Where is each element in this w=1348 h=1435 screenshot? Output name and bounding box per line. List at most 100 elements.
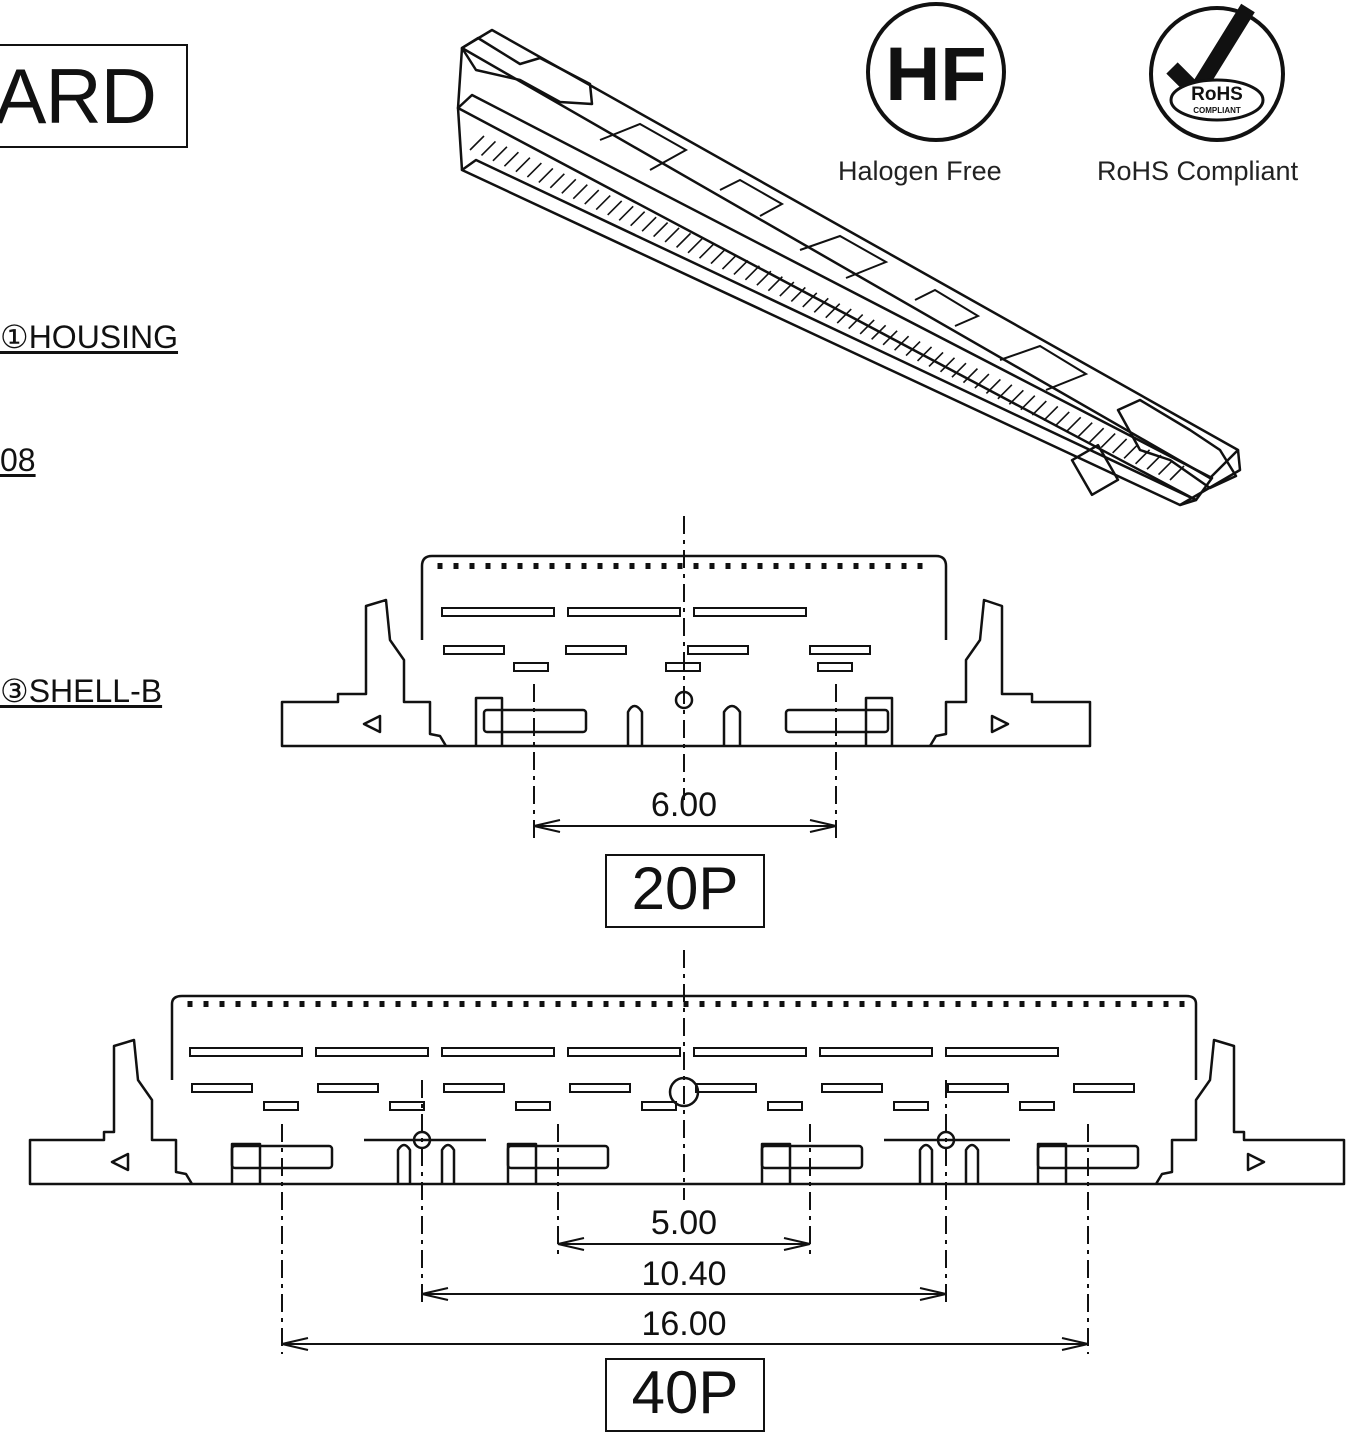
20p-contact-dot [901, 563, 907, 569]
40p-contact-dot [1019, 1001, 1025, 1007]
40p-peg-3 [760, 1144, 864, 1170]
40p-dim-arrow [783, 1237, 811, 1251]
40p-contact-row [767, 1101, 803, 1111]
20p-contact-dot [533, 563, 539, 569]
iso-contact-pin [1031, 400, 1047, 416]
20p-dim-arrow-left [533, 819, 561, 833]
40p-contact-dot [1163, 1001, 1169, 1007]
iso-contact-pin [607, 200, 623, 216]
20p-label: 20P [631, 855, 739, 922]
20p-contact-row [567, 607, 681, 617]
iso-body-bottom [460, 158, 1198, 507]
40p-contact-dot [1179, 1001, 1185, 1007]
iso-contact-pin [1157, 460, 1174, 476]
20p-contact-dot [693, 563, 699, 569]
iso-contact-pin [572, 184, 588, 200]
iso-contact-pin [848, 313, 864, 330]
40p-contact-row [191, 1083, 253, 1093]
40p-contact-dot [379, 1001, 385, 1007]
40p-contact-dot [507, 1001, 513, 1007]
20p-contact-dot [741, 563, 747, 569]
40p-contact-row [641, 1101, 677, 1111]
20p-contact-dot [661, 563, 667, 569]
20p-contact-dot [437, 563, 443, 569]
iso-contact-pin [733, 259, 749, 275]
iso-contact-pin [1123, 443, 1139, 459]
20p-contact-row [687, 645, 749, 655]
20p-contact-dot [469, 563, 475, 569]
40p-label: 40P [631, 1359, 739, 1426]
40p-contact-dot [923, 1001, 929, 1007]
iso-contact-pin [916, 346, 933, 362]
40p-contact-dot [571, 1001, 577, 1007]
iso-contact-pin [939, 357, 956, 373]
40p-contact-dot [539, 1001, 545, 1007]
iso-contact-pin [538, 167, 554, 184]
40p-dim-arrow [919, 1287, 947, 1301]
40p-contact-row [947, 1083, 1009, 1093]
40p-contact-dot [907, 1001, 913, 1007]
40p-contact-dot [811, 1001, 817, 1007]
40p-dim-arrow [281, 1337, 309, 1351]
40p-contact-dot [315, 1001, 321, 1007]
20p-contact-row [565, 645, 627, 655]
iso-contact-pin [1066, 416, 1082, 432]
iso-contact-pin [492, 146, 508, 162]
40p-contact-dot [939, 1001, 945, 1007]
20p-contact-dot [485, 563, 491, 569]
part-label-housing: ①HOUSING [0, 319, 179, 355]
20p-contact-row [693, 607, 807, 617]
40p-contact-dot [683, 1001, 689, 1007]
iso-contact-pin [825, 303, 841, 319]
40p-contact-dot [203, 1001, 209, 1007]
title-box: ARD [0, 44, 188, 148]
iso-contact-pin [675, 232, 692, 248]
40p-contact-dot [1099, 1001, 1105, 1007]
40p-contact-dot [619, 1001, 625, 1007]
40p-contact-dot [347, 1001, 353, 1007]
20p-contact-dot [821, 563, 827, 569]
iso-contact-pin [790, 286, 806, 303]
iso-contact-pin [1089, 427, 1105, 443]
40p-contact-dot [699, 1001, 705, 1007]
20p-contact-dot [709, 563, 715, 569]
40p-contact-dot [987, 1001, 993, 1007]
20p-contact-dot [629, 563, 635, 569]
40p-contact-dot [1131, 1001, 1137, 1007]
iso-contact-pin [664, 227, 680, 243]
20p-contact-dot [917, 563, 923, 569]
40p-contact-row [189, 1047, 303, 1057]
20p-contact-dot [501, 563, 507, 569]
40p-dim-10-40: 10.40 [641, 1255, 727, 1293]
40p-contact-row [1019, 1101, 1055, 1111]
iso-contact-pin [710, 249, 726, 265]
iso-contact-pin [1100, 432, 1116, 449]
40p-contact-dot [411, 1001, 417, 1007]
iso-left-edge [456, 47, 464, 171]
20p-contact-dot [869, 563, 875, 569]
40p-contact-row [569, 1083, 631, 1093]
iso-body-mid [456, 93, 1214, 502]
20p-contact-dot [453, 563, 459, 569]
40p-contact-dot [427, 1001, 433, 1007]
40p-contact-dot [859, 1001, 865, 1007]
iso-contact-pin [859, 319, 875, 335]
iso-right-latch [1116, 398, 1238, 490]
40p-contact-row [317, 1083, 379, 1093]
iso-contact-pin [1020, 395, 1036, 411]
40p-contact-dot [187, 1001, 193, 1007]
iso-contact-pin [503, 151, 519, 167]
iso-contact-pin [802, 292, 818, 308]
halogen-free-caption: Halogen Free [838, 156, 1002, 186]
iso-contact-pin [756, 270, 772, 286]
40p-dim-arrow [1061, 1337, 1089, 1351]
40p-contact-dot [491, 1001, 497, 1007]
20p-contact-dot [581, 563, 587, 569]
40p-contact-dot [971, 1001, 977, 1007]
20p-right-arrow-mark [990, 714, 1010, 734]
iso-contact-pin [469, 135, 485, 151]
20p-contact-dot [789, 563, 795, 569]
iso-contact-pin [1135, 449, 1151, 465]
